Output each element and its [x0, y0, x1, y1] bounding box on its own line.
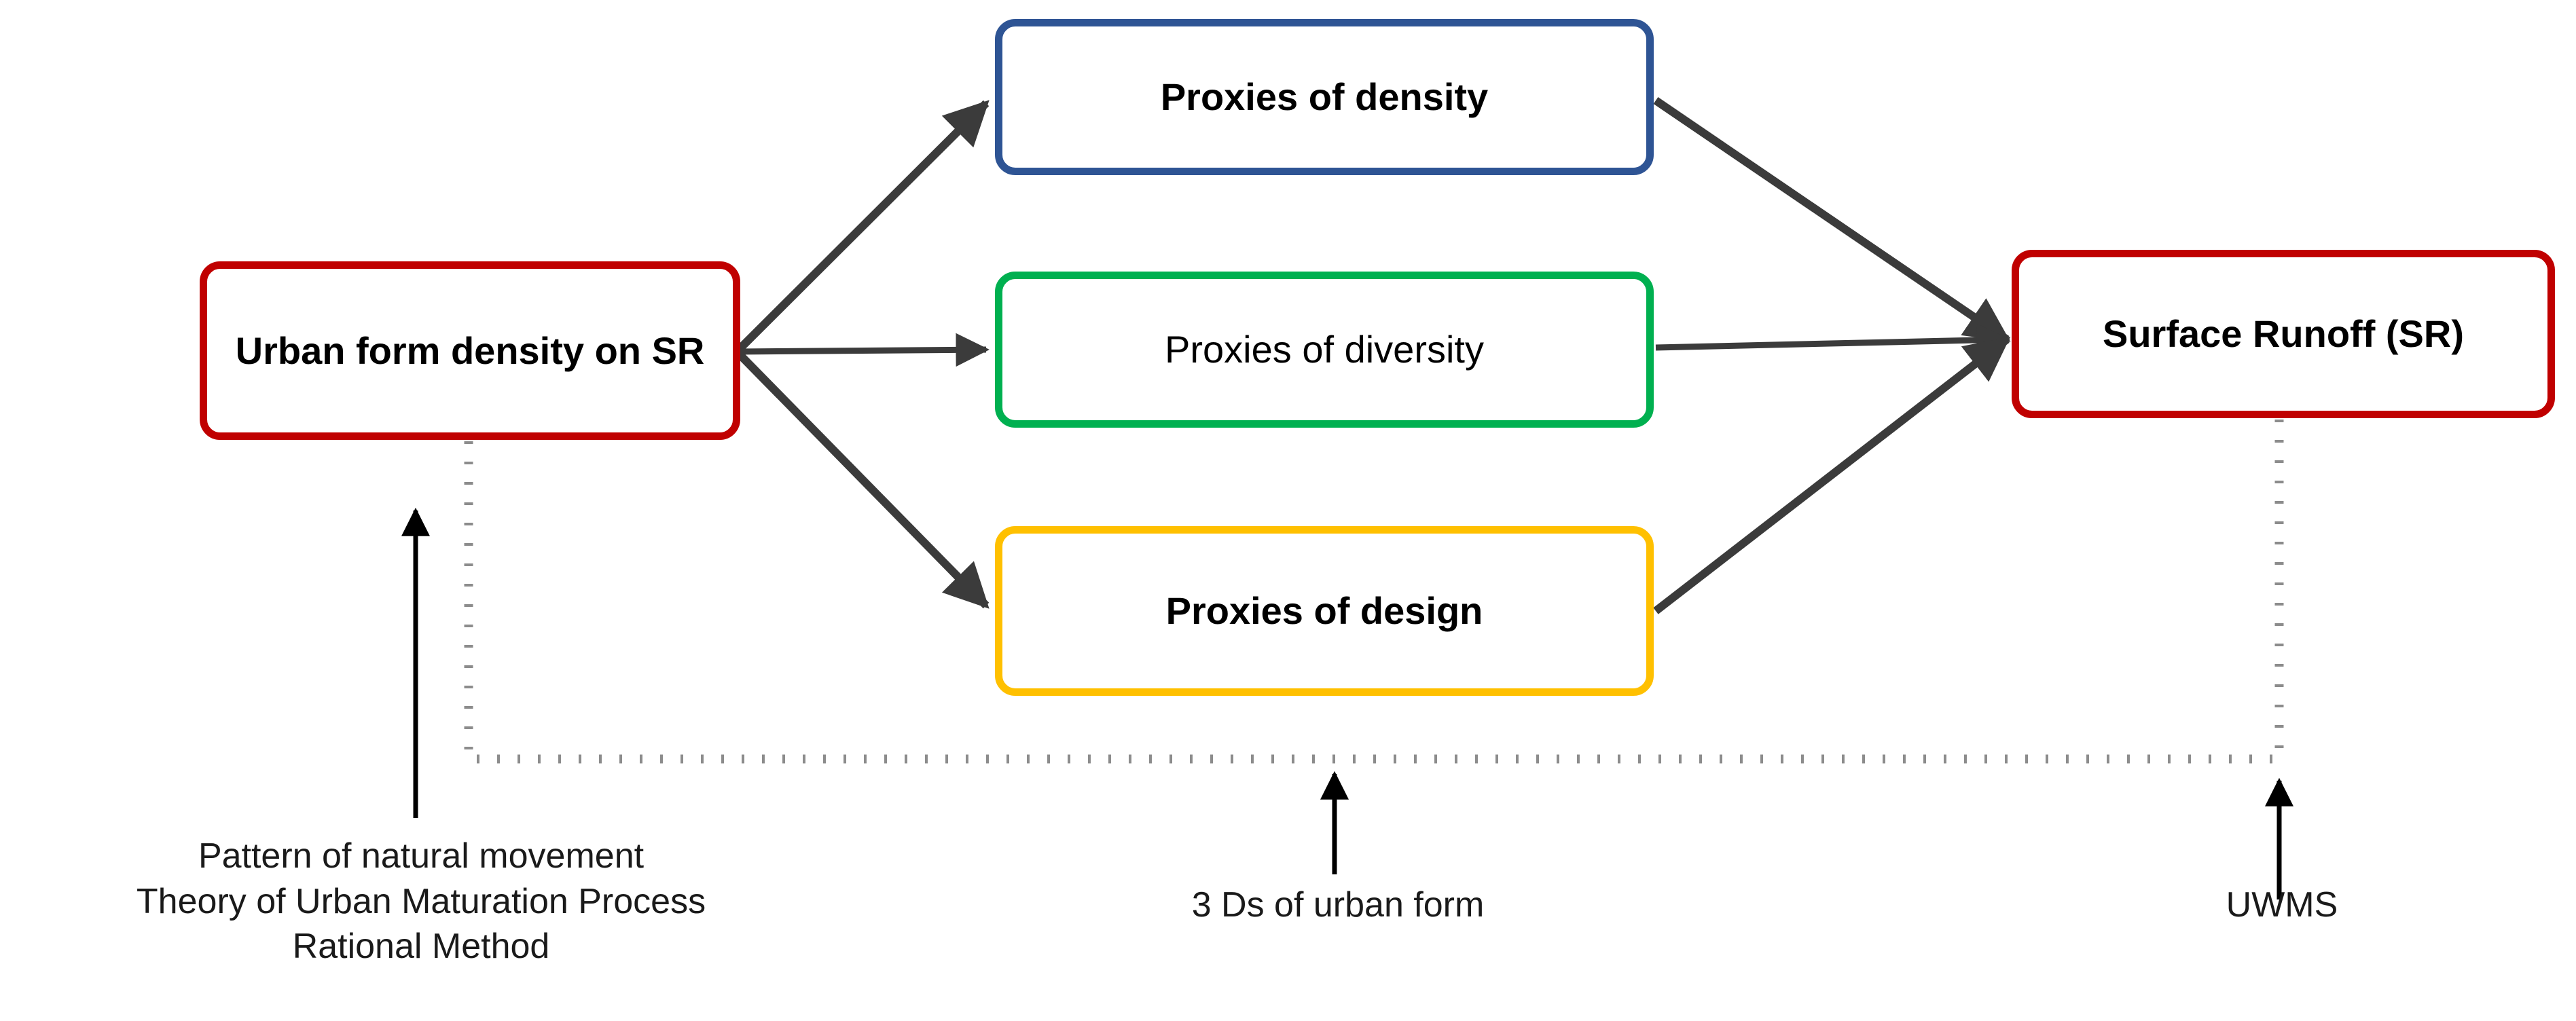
caption-right-uwms: UWMS: [2226, 885, 2338, 925]
arrow-source-to-density: [733, 100, 990, 355]
arrow-design-to-runoff: [1653, 336, 2011, 614]
caption-middle-3ds: 3 Ds of urban form: [1191, 885, 1485, 925]
node-label-density: Proxies of density: [1160, 75, 1489, 118]
node-label-design: Proxies of design: [1165, 589, 1483, 632]
node-urban-form-density-on-sr[interactable]: Urban form density on SR: [200, 261, 740, 440]
node-proxies-of-diversity[interactable]: Proxies of diversity: [995, 272, 1654, 428]
arrow-diversity-to-runoff: [1655, 323, 2010, 357]
node-label-source: Urban form density on SR: [235, 329, 705, 372]
arrow-source-to-design: [733, 348, 990, 609]
node-surface-runoff[interactable]: Surface Runoff (SR): [2012, 250, 2555, 418]
node-label-diversity: Proxies of diversity: [1165, 328, 1484, 371]
node-label-surface-runoff: Surface Runoff (SR): [2103, 312, 2464, 355]
caption-left-theories: Pattern of natural movement Theory of Ur…: [136, 836, 706, 967]
arrow-source-to-diversity: [736, 333, 990, 367]
arrow-density-to-runoff: [1653, 97, 2011, 343]
node-proxies-of-density[interactable]: Proxies of density: [995, 19, 1654, 175]
node-proxies-of-design[interactable]: Proxies of design: [995, 526, 1654, 696]
